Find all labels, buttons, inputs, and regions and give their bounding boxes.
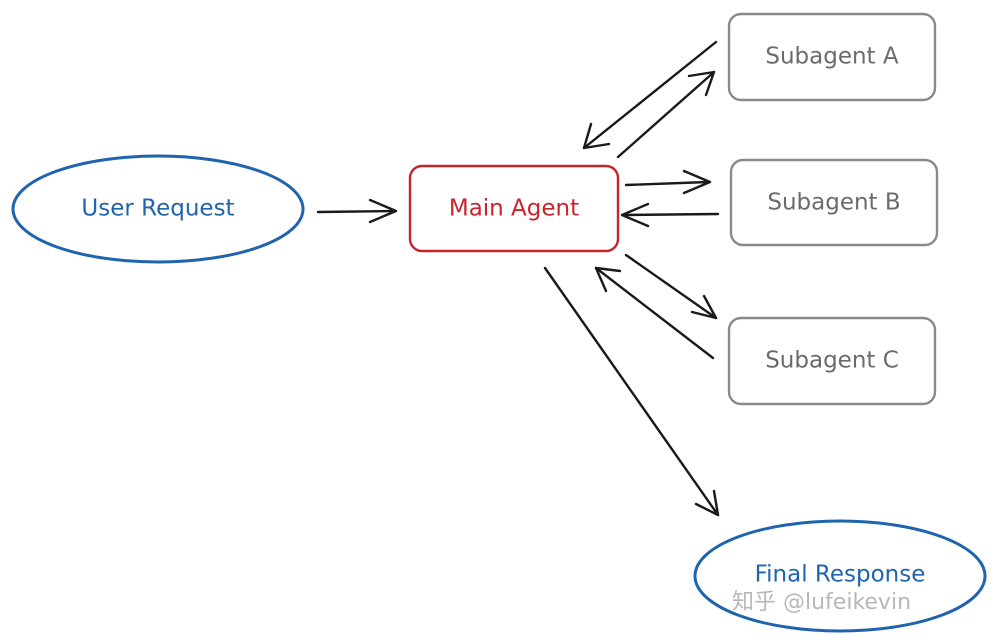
node-user-request: User Request <box>11 154 305 264</box>
node-subagent-a: Subagent A <box>727 12 937 102</box>
node-final-response: Final Response <box>693 519 987 633</box>
subagent-c-label: Subagent C <box>765 348 899 374</box>
node-subagent-c: Subagent C <box>727 316 937 406</box>
main-agent-shape <box>408 164 620 253</box>
subagent-c-shape <box>727 316 937 406</box>
edge-main-agent-to-subagent-a <box>616 70 716 159</box>
edge-main-agent-to-final-response <box>543 266 720 517</box>
node-main-agent: Main Agent <box>408 164 620 253</box>
edge-subagent-a-to-main-agent <box>582 40 718 150</box>
edge-subagent-b-to-main-agent <box>620 202 720 228</box>
final-response-label: Final Response <box>755 562 926 588</box>
subagent-a-shape <box>727 12 937 102</box>
final-response-shape <box>693 519 987 633</box>
subagent-b-label: Subagent B <box>767 190 900 216</box>
edge-subagent-c-to-main-agent <box>594 266 715 360</box>
edge-main-agent-to-subagent-b <box>624 169 712 195</box>
subagent-a-label: Subagent A <box>765 44 899 70</box>
user-request-shape <box>11 154 305 264</box>
user-request-label: User Request <box>81 196 234 222</box>
edge-user-request-to-main-agent <box>316 198 398 224</box>
edges <box>316 40 720 517</box>
node-subagent-b: Subagent B <box>729 158 939 247</box>
subagent-b-shape <box>729 158 939 247</box>
main-agent-label: Main Agent <box>449 196 579 222</box>
edge-main-agent-to-subagent-c <box>624 253 718 320</box>
watermark: 知乎 @lufeikevin <box>732 590 911 615</box>
